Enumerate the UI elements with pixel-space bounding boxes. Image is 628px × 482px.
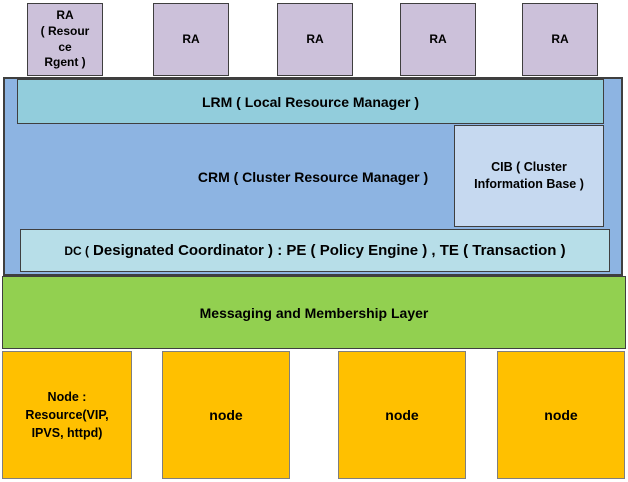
dc-bar: DC ( Designated Coordinator ) : PE ( Pol… bbox=[20, 229, 610, 272]
node-box-4: node bbox=[497, 351, 625, 479]
node-box-1: Node : Resource(VIP, IPVS, httpd) bbox=[2, 351, 132, 479]
ra-box-2: RA bbox=[153, 3, 229, 76]
dc-bar-label: Designated Coordinator ) : PE ( Policy E… bbox=[93, 242, 566, 259]
dc-bar-prefix: DC ( bbox=[64, 243, 90, 258]
messaging-layer-bar: Messaging and Membership Layer bbox=[2, 276, 626, 349]
crm-label: CRM ( Cluster Resource Manager ) bbox=[197, 168, 429, 185]
lrm-bar: LRM ( Local Resource Manager ) bbox=[17, 79, 604, 124]
ra-box-1: RA ( Resour ce Rgent ) bbox=[27, 3, 103, 76]
ra-box-5: RA bbox=[522, 3, 598, 76]
cib-box: CIB ( Cluster Information Base ) bbox=[454, 125, 604, 227]
node-box-2: node bbox=[162, 351, 290, 479]
ra-box-3: RA bbox=[277, 3, 353, 76]
node-box-3: node bbox=[338, 351, 466, 479]
ra-box-4: RA bbox=[400, 3, 476, 76]
